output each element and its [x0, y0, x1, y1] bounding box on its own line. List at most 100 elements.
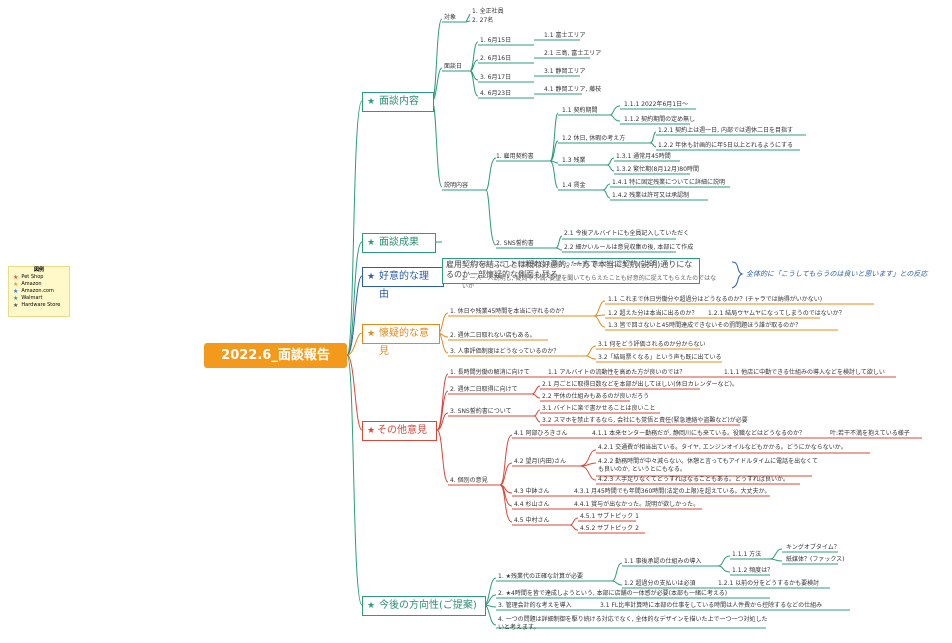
topic[interactable]: 1.1.1 他店に中勤できる仕組みの導入などを検討して欲しい: [724, 369, 885, 376]
star-icon: ★: [13, 274, 19, 281]
topic[interactable]: 1.1.2 契約期間の定め無し: [624, 116, 696, 123]
topic[interactable]: 4.3 中鉢さん: [514, 488, 550, 495]
topic-area[interactable]: 1.1 富士エリア: [544, 32, 586, 39]
branch-mendan-naiyo[interactable]: ★面談内容: [362, 92, 434, 112]
topic[interactable]: 1.3 残業: [562, 157, 586, 164]
topic[interactable]: 2. 一人一人説明し, 疑問や不満, 要望を聞いてもらえたことも好意的に捉えても…: [462, 275, 717, 290]
topic[interactable]: 1.1.1 2022年6月1日～: [624, 101, 689, 108]
topic[interactable]: 1. ★残業代の正確な計算が必要: [498, 573, 584, 580]
topic-item[interactable]: 1. 全正社員: [472, 8, 504, 15]
legend-label: Hardware Store: [21, 302, 61, 308]
topic[interactable]: 4.5.1 サブトピック 1: [580, 513, 639, 520]
legend-label: Walmart: [21, 295, 43, 301]
topic[interactable]: 4.4 杉山さん: [514, 501, 550, 508]
branch-sonota-iken[interactable]: ★その他意見: [362, 421, 437, 441]
topic[interactable]: 4.2.2 勤務時間が中々減らない。休憩と言ってもアイドルタイムに電話を出なくて…: [598, 458, 818, 473]
topic[interactable]: 4.2.3 人手足りなくてどうすればなることもある。どうすれば良いか。: [598, 476, 789, 483]
branch-label: その他意見: [377, 425, 427, 436]
topic-setsumei[interactable]: 説明内容: [444, 182, 469, 189]
topic[interactable]: 4.1.1 本来センター勤務だが, 静岡川にも来ている。役職などはどうなるのか？: [592, 430, 805, 437]
topic[interactable]: 叶:若干不満を抱えている様子: [830, 430, 910, 437]
seika-note: 雇用契約を結ぶことは概ね好意的。一方で本当に契約(説明)通りになるのか一部懐疑的…: [442, 258, 700, 284]
root-topic[interactable]: 2022.6_面談報告: [204, 343, 347, 368]
topic[interactable]: 1.3.2 繁忙期(8月12月)80時間: [616, 166, 699, 173]
star-icon: ★: [367, 426, 376, 436]
topic[interactable]: 1. 休日や残業45時間を本当に守れるのか？: [450, 308, 568, 315]
topic-taisho[interactable]: 対象: [444, 14, 457, 21]
topic[interactable]: 1.2 休日, 休暇の考え方: [562, 135, 626, 142]
topic[interactable]: 1.2.2 年休も計画的に年5日以上とれるようにする: [658, 142, 794, 149]
topic[interactable]: 1.1.2 頻度は？: [732, 567, 774, 574]
topic-date[interactable]: 1. 6月15日: [480, 37, 512, 44]
branch-kongo-hokosei[interactable]: ★今後の方向性(ご提案): [362, 596, 486, 616]
star-icon: ★: [367, 97, 376, 107]
topic[interactable]: 4.3.1 月45時間でも年間360時間(法定の上限)を超えている。大丈夫か。: [574, 488, 771, 495]
legend-item-walmart: ★Walmart: [9, 295, 69, 302]
topic[interactable]: 2. 週休二日取れない店もある。: [450, 332, 536, 339]
topic[interactable]: 1.1.1 方法: [732, 551, 762, 558]
topic-mendanbi[interactable]: 面談日: [444, 63, 463, 70]
topic[interactable]: 3.2 スマホを禁止するなら, 会社にも覚悟と責任(緊急連絡や盗難など)が必要: [542, 417, 748, 424]
topic[interactable]: 1.4.1 特に固定残業についてに詳細に説明: [612, 179, 725, 186]
topic[interactable]: 1.2.1 契約上は週一日, 内部では週休二日を目指す: [658, 127, 793, 134]
topic[interactable]: 4.2 望月(内田)さん: [514, 458, 567, 465]
topic[interactable]: 1.2 超えた分は本当に出るのか？: [608, 310, 698, 317]
topic[interactable]: 1.1 アルバイトの流動性を高めた方が良いのでは？: [548, 369, 686, 376]
topic[interactable]: 4. 一つの問題は詳細制御を駆り続ける対応でなく, 全体的なデザインを描いた上で…: [498, 616, 768, 631]
topic[interactable]: 2.1 月ごとに取得日数などを本部が出してほしい(休日カレンダーなど)。: [542, 381, 738, 388]
topic[interactable]: 3.1 何をどう評価されるのか分からない: [598, 341, 706, 348]
topic-koyo[interactable]: 1. 雇用契約書: [496, 153, 534, 160]
topic[interactable]: 1.2.1 以前の分をどうするかも要検討: [718, 580, 820, 587]
topic[interactable]: 1.1 これまで休日労働分や超過分はどうなるのか？(チャラでは納得がいかない): [608, 296, 823, 303]
topic[interactable]: 1.2 超過分の支払いは必須: [624, 580, 696, 587]
topic[interactable]: 4. 個別の意見: [450, 477, 488, 484]
summary-note: 全体的に「こうしてもらうのは良いと思います」との反応: [746, 270, 928, 278]
topic-area[interactable]: 4.1 静岡エリア, 藤枝: [544, 86, 602, 93]
topic[interactable]: 1.1 事後承認の仕組みの導入: [624, 558, 702, 565]
topic[interactable]: 4.1 阿部ひろきさん: [514, 430, 568, 437]
legend-label: Amazon: [21, 281, 42, 287]
branch-mendan-seika[interactable]: ★面談成果: [362, 233, 436, 253]
star-icon: ★: [367, 272, 376, 282]
topic[interactable]: 3.2「結局票くなる」という声も既に出ている: [598, 354, 722, 361]
topic-area[interactable]: 3.1 静岡エリア: [544, 68, 586, 75]
branch-label: 懐疑的な意見: [379, 328, 429, 357]
topic[interactable]: 4.5.2 サブトピック 2: [580, 525, 639, 532]
topic[interactable]: 1. 長時間労働の解消に向けて: [450, 369, 530, 376]
topic[interactable]: 2. 週休二日取得に向けて: [450, 386, 518, 393]
topic-item[interactable]: 2. 27名: [472, 17, 494, 24]
topic-area[interactable]: 2.1 三島, 富士エリア: [544, 50, 602, 57]
topic[interactable]: 3. SNS誓約書について: [450, 408, 512, 415]
topic[interactable]: 2.2 細かいルールは意見収集の後, 本部にて作成: [564, 244, 694, 251]
topic[interactable]: 1.3.1 通常月45時間: [616, 153, 671, 160]
topic[interactable]: 3. 人事評価制度はどうなっているのか？: [450, 348, 560, 355]
star-icon: ★: [13, 288, 19, 295]
topic-date[interactable]: 4. 6月23日: [480, 90, 512, 97]
branch-kaigiteki-iken[interactable]: ★懐疑的な意見: [362, 324, 440, 357]
topic[interactable]: 3. 管理会計的な考えを導入: [498, 602, 572, 609]
branch-koiteki-riyu[interactable]: ★好意的な理由: [362, 267, 444, 300]
topic[interactable]: 1.4 賃金: [562, 182, 586, 189]
topic[interactable]: 4.5 中村さん: [514, 517, 550, 524]
legend-label: Pet Shop: [21, 274, 44, 280]
topic-sns[interactable]: 2. SNS誓約書: [496, 240, 534, 247]
topic[interactable]: 1.1 契約期間: [562, 107, 598, 114]
topic[interactable]: 2. ★4時間を皆で達成しようという, 本部に店舗の一体感が必要(本部も一緒に考…: [498, 590, 728, 597]
topic[interactable]: キングオブタイム？: [786, 544, 840, 551]
topic[interactable]: 1.4.2 残業は許可又は承認制: [612, 192, 690, 199]
legend-item-amazon-com: ★Amazon.com: [9, 288, 69, 295]
star-icon: ★: [13, 302, 19, 309]
topic[interactable]: 紙媒体？(ファックス): [786, 556, 845, 563]
topic[interactable]: 2.1 今後アルバイトにも全員記入していただく: [564, 230, 690, 237]
topic-date[interactable]: 3. 6月17日: [480, 74, 512, 81]
topic[interactable]: 1.3 皆で回さないと45時間達成できないその罰問題ほう誰が取るのか？: [608, 322, 802, 329]
topic[interactable]: 2.2 平休の仕組みもあるのが良いだろう: [542, 393, 650, 400]
topic[interactable]: 4.4.1 賞与が出なかった。説明が欲しかった。: [574, 501, 700, 508]
topic[interactable]: 1. これまでこうした約束(契約)も無かったため, 第一歩と捉えてもらえた: [462, 261, 658, 268]
topic[interactable]: 1.2.1 結局ウヤムヤになってしまうのではないか？: [708, 310, 845, 317]
topic[interactable]: 3.1 FL比率計算時に本部の仕事をしている時間は人件費から控除するなどの仕組み: [600, 602, 823, 609]
topic[interactable]: 3.1 バイトに楽で書かせることは良いこと: [542, 405, 656, 412]
topic-date[interactable]: 2. 6月16日: [480, 55, 512, 62]
topic[interactable]: 4.2.1 交通費が相当出ている。タイヤ, エンジンオイルなどもかかる。どうにか…: [598, 444, 847, 451]
